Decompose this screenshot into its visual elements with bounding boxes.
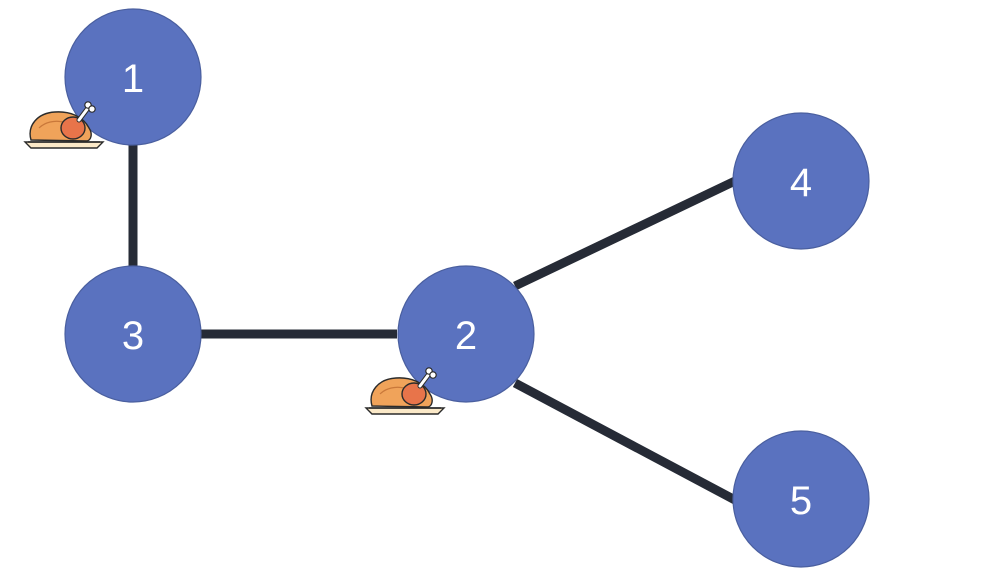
node-5: 5	[732, 430, 870, 568]
node-3: 3	[64, 265, 202, 403]
node-1: 1	[64, 8, 202, 146]
edge-2-5	[512, 379, 738, 504]
node-4: 4	[732, 112, 870, 250]
node-2: 2	[397, 265, 535, 403]
node-5-label: 5	[790, 479, 812, 523]
node-3-label: 3	[122, 314, 144, 358]
edge-2-4	[513, 176, 737, 291]
node-2-label: 2	[455, 314, 477, 358]
node-4-label: 4	[790, 161, 812, 205]
node-1-label: 1	[122, 57, 144, 101]
